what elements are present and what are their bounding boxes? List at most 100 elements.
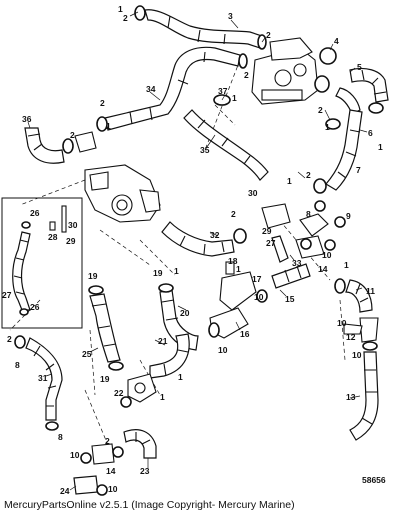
callout: 24 [60, 486, 70, 496]
alignment-dashes [9, 59, 346, 451]
callout: 25 [82, 349, 92, 359]
callout: 3 [228, 11, 233, 21]
hose-35 [183, 109, 269, 181]
valve-assembly-16 [208, 261, 257, 339]
callout: 10 [254, 292, 264, 302]
callout: 7 [356, 165, 361, 175]
callout: 36 [22, 114, 32, 124]
callout: 31 [38, 373, 48, 383]
callout: 19 [100, 374, 110, 384]
callout-labels: 1 2 3 2 4 2 5 34 37 1 2 1 36 2 35 2 1 6 … [2, 4, 383, 496]
callout: 2 [266, 30, 271, 40]
inset-plug [49, 221, 56, 231]
callout: 1 [160, 392, 165, 402]
callout: 4 [334, 36, 339, 46]
callout: 8 [15, 360, 20, 370]
callout: 2 [100, 98, 105, 108]
callout: 29 [262, 226, 272, 236]
callout: 28 [48, 232, 58, 242]
hose-25 [89, 293, 121, 363]
callout: 1 [106, 121, 111, 131]
hose-3 [144, 9, 263, 49]
callout: 2 [231, 209, 236, 219]
callout: 6 [368, 128, 373, 138]
callout: 1 [325, 122, 330, 132]
callout: 33 [292, 258, 302, 268]
callout: 10 [108, 484, 118, 494]
callout: 34 [146, 84, 156, 94]
callout: 10 [322, 250, 332, 260]
clamp-13 [362, 341, 378, 351]
center-manifold [84, 164, 161, 223]
callout: 2 [244, 70, 249, 80]
callout: 1 [287, 176, 292, 186]
hose-24 [73, 475, 99, 495]
copyright-footer: MercuryPartsOnline v2.5.1 (Image Copyrig… [4, 499, 295, 511]
clamp-5 [368, 102, 384, 114]
callout: 2 [123, 13, 128, 23]
clamp-34-left [96, 116, 108, 132]
inset-hose-27 [12, 231, 31, 311]
callout: 1 [178, 372, 183, 382]
figure-number: 58656 [362, 475, 386, 485]
callout: 2 [318, 105, 323, 115]
callout: 30 [248, 188, 258, 198]
callout: 29 [66, 236, 76, 246]
callout: 1 [344, 260, 349, 270]
callout: 1 [232, 93, 237, 103]
clamp-31-lower [45, 421, 59, 431]
hose-31 [25, 337, 63, 421]
callout: 21 [158, 336, 168, 346]
callout: 17 [252, 274, 262, 284]
clamp-25 [88, 285, 104, 295]
hose-11 [345, 279, 373, 313]
hose-34 [104, 46, 241, 131]
callout: 2 [306, 170, 311, 180]
callout: 2 [105, 436, 110, 446]
hose-15 [271, 263, 311, 289]
leader-lines [27, 11, 368, 491]
inset-clamp-lower [19, 308, 29, 316]
inset-screw [61, 205, 67, 233]
callout: 8 [58, 432, 63, 442]
callout: 16 [240, 329, 250, 339]
callout: 30 [68, 220, 78, 230]
callout: 27 [266, 238, 276, 248]
callout: 14 [318, 264, 328, 274]
callout: 26 [30, 302, 40, 312]
callout: 9 [346, 211, 351, 221]
clamp-32 [233, 228, 247, 244]
callout: 2 [70, 130, 75, 140]
callout: 10 [337, 318, 347, 328]
callout: 18 [228, 256, 238, 266]
callout: 1 [118, 4, 123, 14]
clamp-20 [158, 283, 174, 293]
clamp-36 [62, 138, 74, 154]
clamp-31-upper [14, 335, 26, 349]
callout: 23 [140, 466, 150, 476]
cap-4 [319, 47, 337, 65]
callout: 26 [30, 208, 40, 218]
callout: 15 [285, 294, 295, 304]
callout: 1 [378, 142, 383, 152]
right-fittings [261, 200, 346, 263]
callout: 11 [366, 286, 375, 296]
callout: 2 [7, 334, 12, 344]
callout: 37 [218, 86, 228, 96]
inset-clamp [21, 221, 31, 229]
callout: 22 [114, 388, 124, 398]
callout: 12 [346, 332, 356, 342]
callout: 32 [210, 230, 220, 240]
callout: 19 [88, 271, 98, 281]
clamp-6-upper [325, 118, 341, 130]
hose-7 [325, 109, 363, 191]
callout: 1 [174, 266, 179, 276]
clamp-15 [256, 289, 268, 303]
tee-fitting-left [74, 131, 97, 153]
callout: 10 [218, 345, 228, 355]
callout: 8 [306, 209, 311, 219]
clamp-housing-right [314, 75, 330, 93]
callout: 5 [357, 62, 362, 72]
thermostat-housing [251, 37, 319, 105]
